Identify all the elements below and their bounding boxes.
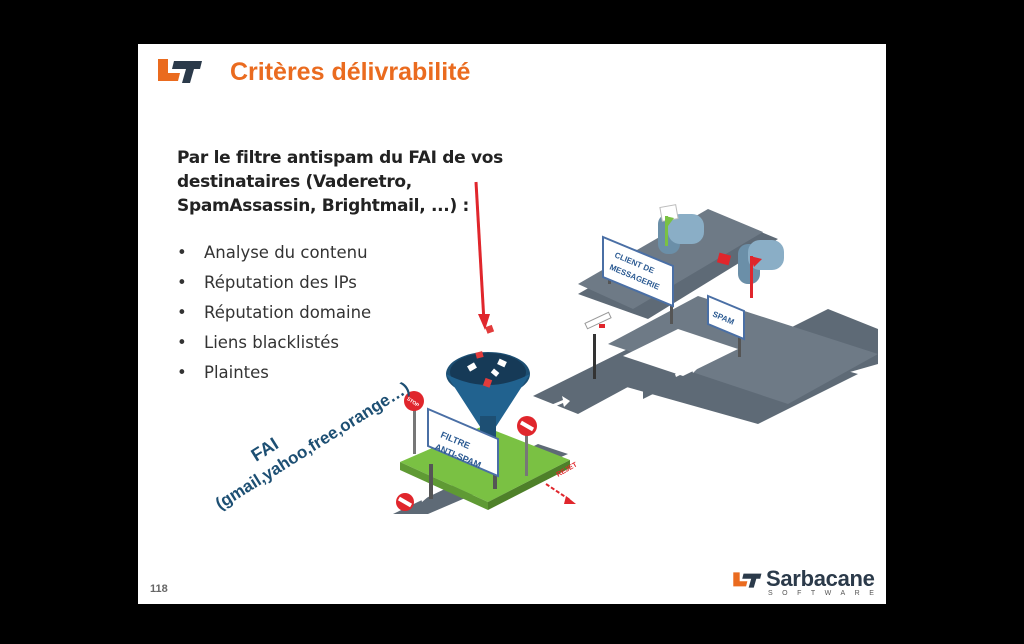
fai-providers-label: (gmail,yahoo,free,orange…) bbox=[212, 378, 413, 513]
sarbacane-logo-icon bbox=[732, 570, 764, 590]
pointer-arrow bbox=[476, 182, 484, 322]
stop-sign-icon: STOP bbox=[404, 391, 424, 454]
brand-name: Sarbacane bbox=[766, 566, 875, 592]
page-number: 118 bbox=[150, 583, 168, 595]
brand-tagline: SOFTWARE bbox=[768, 590, 883, 597]
no-entry-sign-icon bbox=[396, 493, 414, 511]
filter-illustration: FILTRE ANTI-SPAM STOP REJET bbox=[138, 44, 886, 514]
slide: Critères délivrabilité Par le filtre ant… bbox=[138, 44, 886, 604]
